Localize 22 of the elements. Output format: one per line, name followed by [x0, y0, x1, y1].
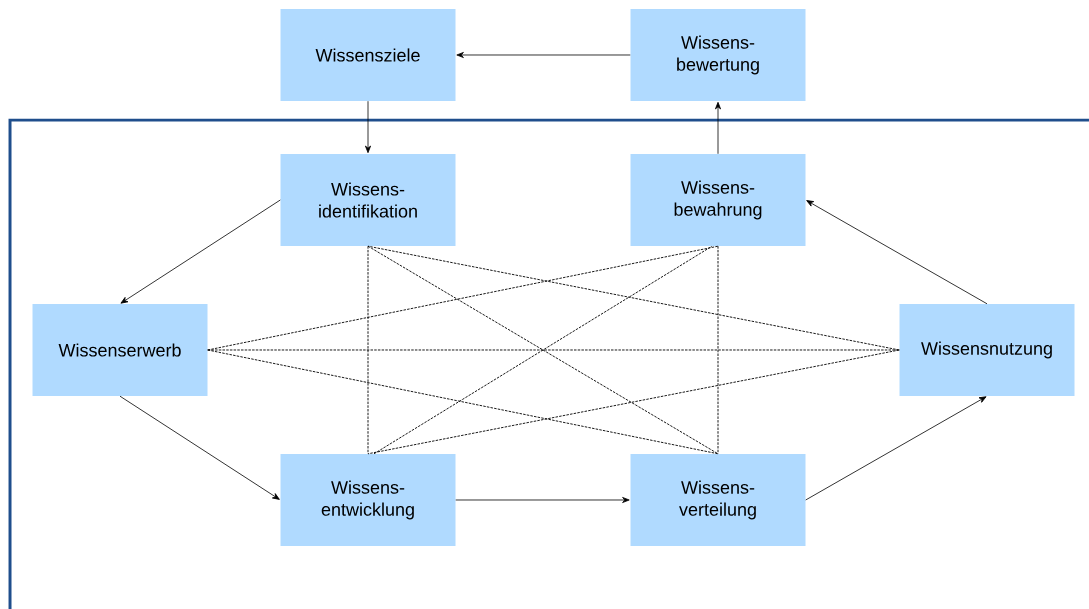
process-box: Wissens- bewahrung [630, 154, 806, 246]
arrow [806, 200, 988, 305]
arrow [120, 199, 281, 304]
process-box: Wissens- entwicklung [280, 454, 456, 546]
process-box: Wissenserwerb [32, 304, 208, 396]
arrow [119, 395, 280, 500]
process-box: Wissens- identifikation [280, 154, 456, 246]
dashed-line [207, 245, 719, 351]
process-box: Wissens- bewertung [630, 9, 806, 101]
process-box: Wissens- verteilung [630, 454, 806, 546]
arrow [365, 100, 371, 154]
arrow [715, 101, 721, 155]
dashed-line [367, 349, 900, 455]
process-box: Wissensziele [280, 9, 456, 101]
dashed-line [717, 245, 719, 455]
process-box: Wissensnutzung [899, 304, 1075, 396]
arrow [456, 52, 631, 58]
arrow [805, 396, 987, 501]
dashed-line [207, 349, 719, 455]
dashed-line [367, 245, 900, 351]
dashed-line [367, 245, 369, 455]
arrow [455, 497, 630, 503]
